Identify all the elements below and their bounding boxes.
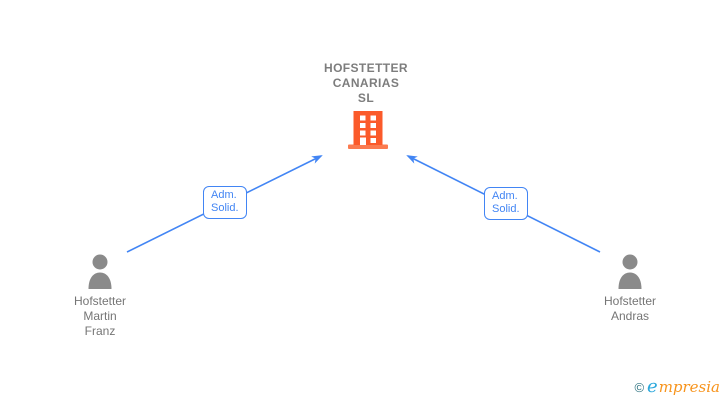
person-node-left[interactable] (85, 254, 115, 294)
person-name-line: Andras (610, 309, 650, 323)
building-icon (348, 111, 388, 149)
person-node-right[interactable] (615, 254, 645, 294)
company-name-line: CANARIAS (332, 76, 400, 90)
edge-label: Adm. Solid. (203, 186, 247, 219)
person-name: Hofstetter Andras (570, 294, 690, 324)
person-name-line: Hofstetter (603, 294, 657, 308)
company-node[interactable] (348, 111, 388, 149)
company-name-line: HOFSTETTER (324, 61, 408, 75)
brand-letter: e (647, 376, 658, 397)
empresia-logo[interactable]: © e mpresia (634, 376, 720, 397)
copyright-icon: © (634, 380, 645, 395)
company-node-title: HOFSTETTER CANARIAS SL (286, 61, 446, 106)
edge-label-text: Solid. (211, 202, 239, 214)
edge-label-text: Solid. (492, 203, 520, 215)
edge-label-text: Adm. (211, 189, 237, 201)
person-icon (88, 254, 112, 289)
brand-text: mpresia (658, 378, 720, 396)
person-icon (618, 254, 642, 289)
company-name-line: SL (357, 91, 375, 105)
edge-label: Adm. Solid. (484, 187, 528, 220)
person-name-line: Franz (84, 324, 116, 338)
edge-label-text: Adm. (492, 190, 518, 202)
person-name-line: Hofstetter (73, 294, 127, 308)
person-name: Hofstetter Martin Franz (40, 294, 160, 339)
person-name-line: Martin (83, 309, 117, 323)
